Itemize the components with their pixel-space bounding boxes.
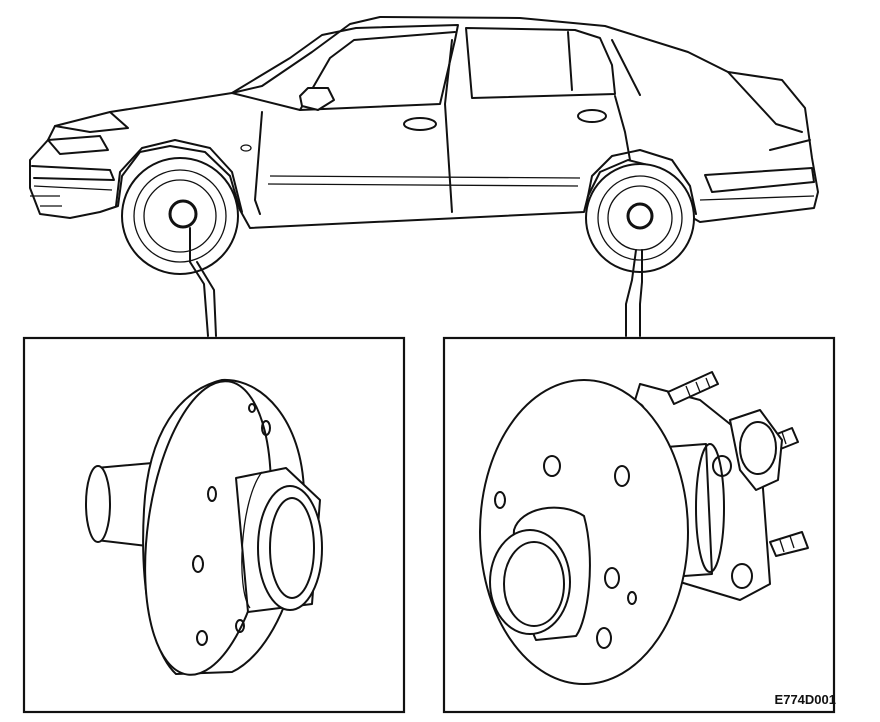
rear-wheel-hub <box>479 371 809 685</box>
front-hub-detail-box <box>22 336 406 714</box>
front-wheel-hub <box>85 378 323 676</box>
figure-code: E774D001 <box>775 692 836 707</box>
car-side-view <box>29 16 819 229</box>
front-hub-leader <box>189 227 217 337</box>
rear-hub-detail-box <box>442 336 836 714</box>
front-wheel <box>121 157 239 275</box>
rear-wheel <box>585 163 695 273</box>
rear-hub-leader <box>625 249 643 337</box>
